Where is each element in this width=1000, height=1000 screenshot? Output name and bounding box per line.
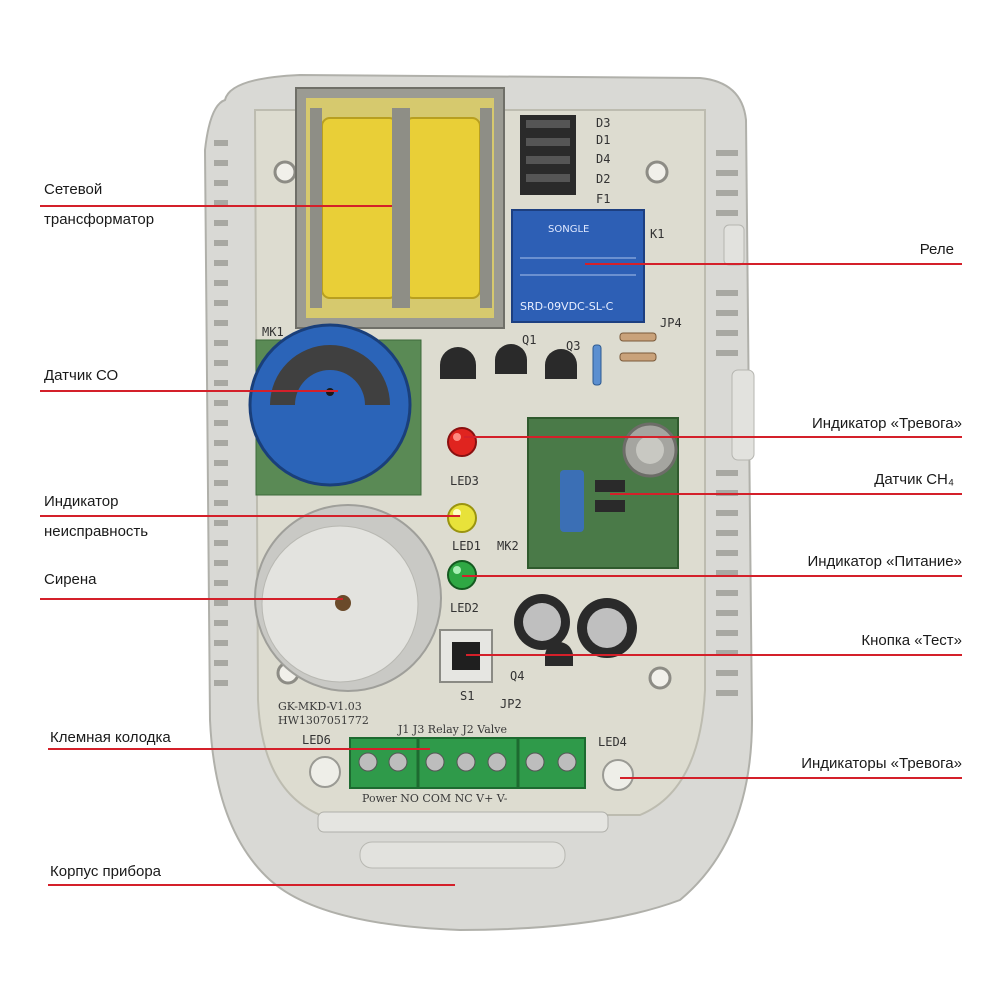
label-siren: Сирена bbox=[44, 571, 97, 588]
led-alarm-red: LED3 bbox=[447, 427, 479, 488]
ref-jp2: JP2 bbox=[500, 697, 522, 711]
ref-q3: Q3 bbox=[566, 339, 580, 353]
test-button-component: S1 bbox=[439, 629, 493, 703]
label-housing: Корпус прибора bbox=[50, 863, 162, 880]
relay-brand: SONGLE bbox=[548, 224, 589, 235]
siren-component bbox=[254, 504, 442, 692]
board-model-1: GK-MKD-V1.03 bbox=[278, 700, 362, 713]
ref-led3: LED3 bbox=[450, 474, 479, 488]
resistors: JP4 bbox=[592, 316, 682, 386]
ref-led4: LED4 bbox=[598, 735, 627, 749]
ref-led2: LED2 bbox=[450, 601, 479, 615]
label-alarm-indicator: Индикатор «Тревога» bbox=[812, 415, 962, 432]
ref-led6: LED6 bbox=[302, 733, 331, 747]
housing-vents-left bbox=[214, 140, 228, 686]
terminal-block-component bbox=[349, 737, 586, 789]
label-terminal-block: Клемная колодка bbox=[50, 729, 171, 746]
label-fault-line1: Индикатор bbox=[44, 493, 119, 510]
ref-k1: K1 bbox=[650, 227, 664, 241]
leader-lines bbox=[40, 205, 962, 886]
label-transformer-line1: Сетевой bbox=[44, 181, 103, 198]
ref-q4: Q4 bbox=[510, 669, 524, 683]
svg-text:F1: F1 bbox=[596, 192, 610, 206]
ref-q1: Q1 bbox=[522, 333, 536, 347]
label-ch4-sensor: Датчик CH₄ bbox=[874, 471, 954, 488]
capacitors: Q4 JP2 bbox=[500, 594, 637, 711]
label-fault-line2: неисправность bbox=[44, 523, 149, 540]
label-alarm-indicators: Индикаторы «Тревога» bbox=[801, 755, 962, 772]
housing-vents-right bbox=[716, 150, 738, 696]
mount-hole bbox=[273, 160, 297, 184]
svg-text:D2: D2 bbox=[596, 172, 610, 186]
transformer bbox=[295, 87, 505, 329]
pin-header: D3 D1 D4 D2 F1 bbox=[520, 115, 610, 206]
housing-clip bbox=[731, 369, 755, 461]
housing-clip-top bbox=[723, 224, 745, 266]
label-co-sensor: Датчик СО bbox=[44, 367, 119, 384]
label-relay: Реле bbox=[919, 241, 954, 258]
housing-slot bbox=[359, 841, 566, 869]
ref-mk1: MK1 bbox=[262, 325, 284, 339]
relay-marking: SRD-09VDC-SL-C bbox=[520, 300, 614, 313]
label-transformer-line2: трансформатор bbox=[44, 211, 155, 228]
svg-text:D4: D4 bbox=[596, 152, 610, 166]
led6-component: LED6 bbox=[302, 733, 341, 788]
mount-hole bbox=[645, 160, 669, 184]
label-test-button: Кнопка «Тест» bbox=[861, 632, 962, 649]
relay-component: SONGLE SRD-09VDC-SL-C K1 bbox=[511, 209, 664, 323]
ref-s1: S1 bbox=[460, 689, 474, 703]
mount-hole bbox=[648, 666, 672, 690]
svg-text:D3: D3 bbox=[596, 116, 610, 130]
housing-slot bbox=[317, 811, 609, 833]
transistors: Q1 Q3 bbox=[440, 333, 580, 379]
terminal-header-text: J1 J3 Relay J2 Valve bbox=[397, 723, 507, 736]
terminal-footer-text: Power NO COM NC V+ V- bbox=[362, 792, 508, 805]
ref-mk2: MK2 bbox=[497, 539, 519, 553]
ref-led1: LED1 bbox=[452, 539, 481, 553]
board-model-2: HW1307051772 bbox=[278, 714, 369, 727]
co-sensor: MK1 bbox=[248, 323, 422, 496]
led-fault-yellow: LED1 MK2 bbox=[447, 503, 519, 553]
label-power-indicator: Индикатор «Питание» bbox=[807, 553, 962, 570]
ref-jp4: JP4 bbox=[660, 316, 682, 330]
led4-component: LED4 bbox=[598, 735, 634, 791]
svg-text:D1: D1 bbox=[596, 133, 610, 147]
